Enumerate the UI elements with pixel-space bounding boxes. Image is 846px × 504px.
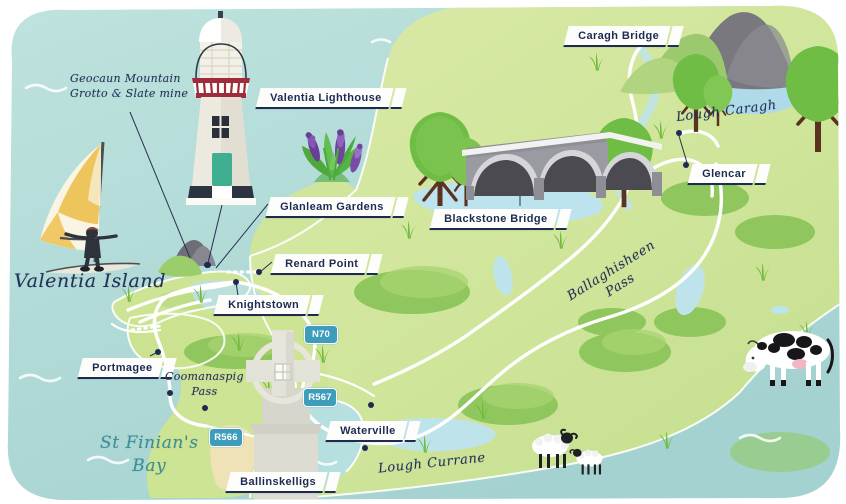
- label-glencar[interactable]: Glencar: [687, 164, 758, 185]
- pt-waterville-b[interactable]: [362, 445, 368, 451]
- label-caragh-bridge[interactable]: Caragh Bridge: [563, 26, 671, 47]
- label-ballinskelligs[interactable]: Ballinskelligs: [225, 472, 328, 493]
- annotation-line-1: Geocaun Mountain: [70, 72, 181, 85]
- road-shield-r567[interactable]: R567: [303, 388, 337, 407]
- lamb-illustration: [569, 448, 603, 475]
- lighthouse-leader-line: [207, 204, 223, 264]
- label-text: Waterville: [340, 424, 396, 437]
- lavender-flowers-illustration: [302, 129, 363, 182]
- label-renard-point[interactable]: Renard Point: [270, 254, 370, 275]
- annotation-line-1: Coomanaspig: [165, 370, 244, 383]
- annotation-line-1: St Finian's: [100, 433, 199, 453]
- sheep-illustration: [532, 428, 578, 468]
- label-text: Blackstone Bridge: [444, 212, 548, 225]
- annotation-st-finians-bay: St Finian's Bay: [100, 432, 199, 478]
- annotation-line-2: Pass: [191, 385, 218, 399]
- celtic-cross-monument-illustration: [246, 330, 322, 501]
- pt-renard[interactable]: [256, 269, 262, 275]
- label-blackstone-bridge[interactable]: Blackstone Bridge: [429, 209, 560, 230]
- label-text: Valentia Lighthouse: [270, 91, 382, 104]
- annotation-coomanaspig-pass: Coomanaspig Pass: [165, 369, 244, 400]
- pt-ballinskelligs[interactable]: [202, 405, 208, 411]
- road-shield-n70[interactable]: N70: [304, 325, 338, 344]
- label-text: Ballinskelligs: [240, 475, 317, 488]
- pt-glencar-a[interactable]: [676, 130, 682, 136]
- pt-knightstown[interactable]: [233, 279, 239, 285]
- label-text: Portmagee: [92, 361, 153, 374]
- label-text: Renard Point: [285, 257, 359, 270]
- label-portmagee[interactable]: Portmagee: [77, 358, 165, 379]
- label-text: Glanleam Gardens: [280, 200, 384, 213]
- pt-geokaun[interactable]: [204, 262, 210, 268]
- label-waterville[interactable]: Waterville: [325, 421, 408, 442]
- pt-waterville-a[interactable]: [368, 402, 374, 408]
- annotation-valentia-island: Valentia Island: [14, 270, 167, 292]
- annotation-line-2: Bay: [132, 455, 167, 476]
- pt-coomanaspig[interactable]: [167, 390, 173, 396]
- pt-glencar-b[interactable]: [683, 162, 689, 168]
- glencar-leader-line: [678, 135, 689, 167]
- label-text: Glencar: [702, 167, 747, 180]
- grazing-cow-illustration: [743, 331, 834, 386]
- annotation-geokaun-mountain: Geocaun Mountain Grotto & Slate mine: [70, 72, 188, 102]
- label-valentia-lighthouse[interactable]: Valentia Lighthouse: [255, 88, 394, 109]
- road-shield-r566[interactable]: R566: [209, 428, 243, 447]
- stone-arch-bridge-illustration: [462, 132, 662, 200]
- label-glanleam-gardens[interactable]: Glanleam Gardens: [265, 197, 396, 218]
- glanleam-leader-line: [215, 203, 269, 269]
- valentia-peak-illustration: [158, 240, 216, 277]
- valentia-lighthouse-illustration: [186, 11, 256, 205]
- label-knightstown[interactable]: Knightstown: [213, 295, 311, 316]
- windsurfer-illustration: [40, 141, 141, 274]
- annotation-line-2: Grotto & Slate mine: [70, 86, 189, 100]
- label-text: Caragh Bridge: [578, 29, 660, 42]
- geokaun-leader-line: [129, 111, 191, 259]
- label-text: Knightstown: [228, 298, 300, 311]
- pt-portmagee[interactable]: [155, 349, 161, 355]
- renard-leader-line: [259, 261, 273, 273]
